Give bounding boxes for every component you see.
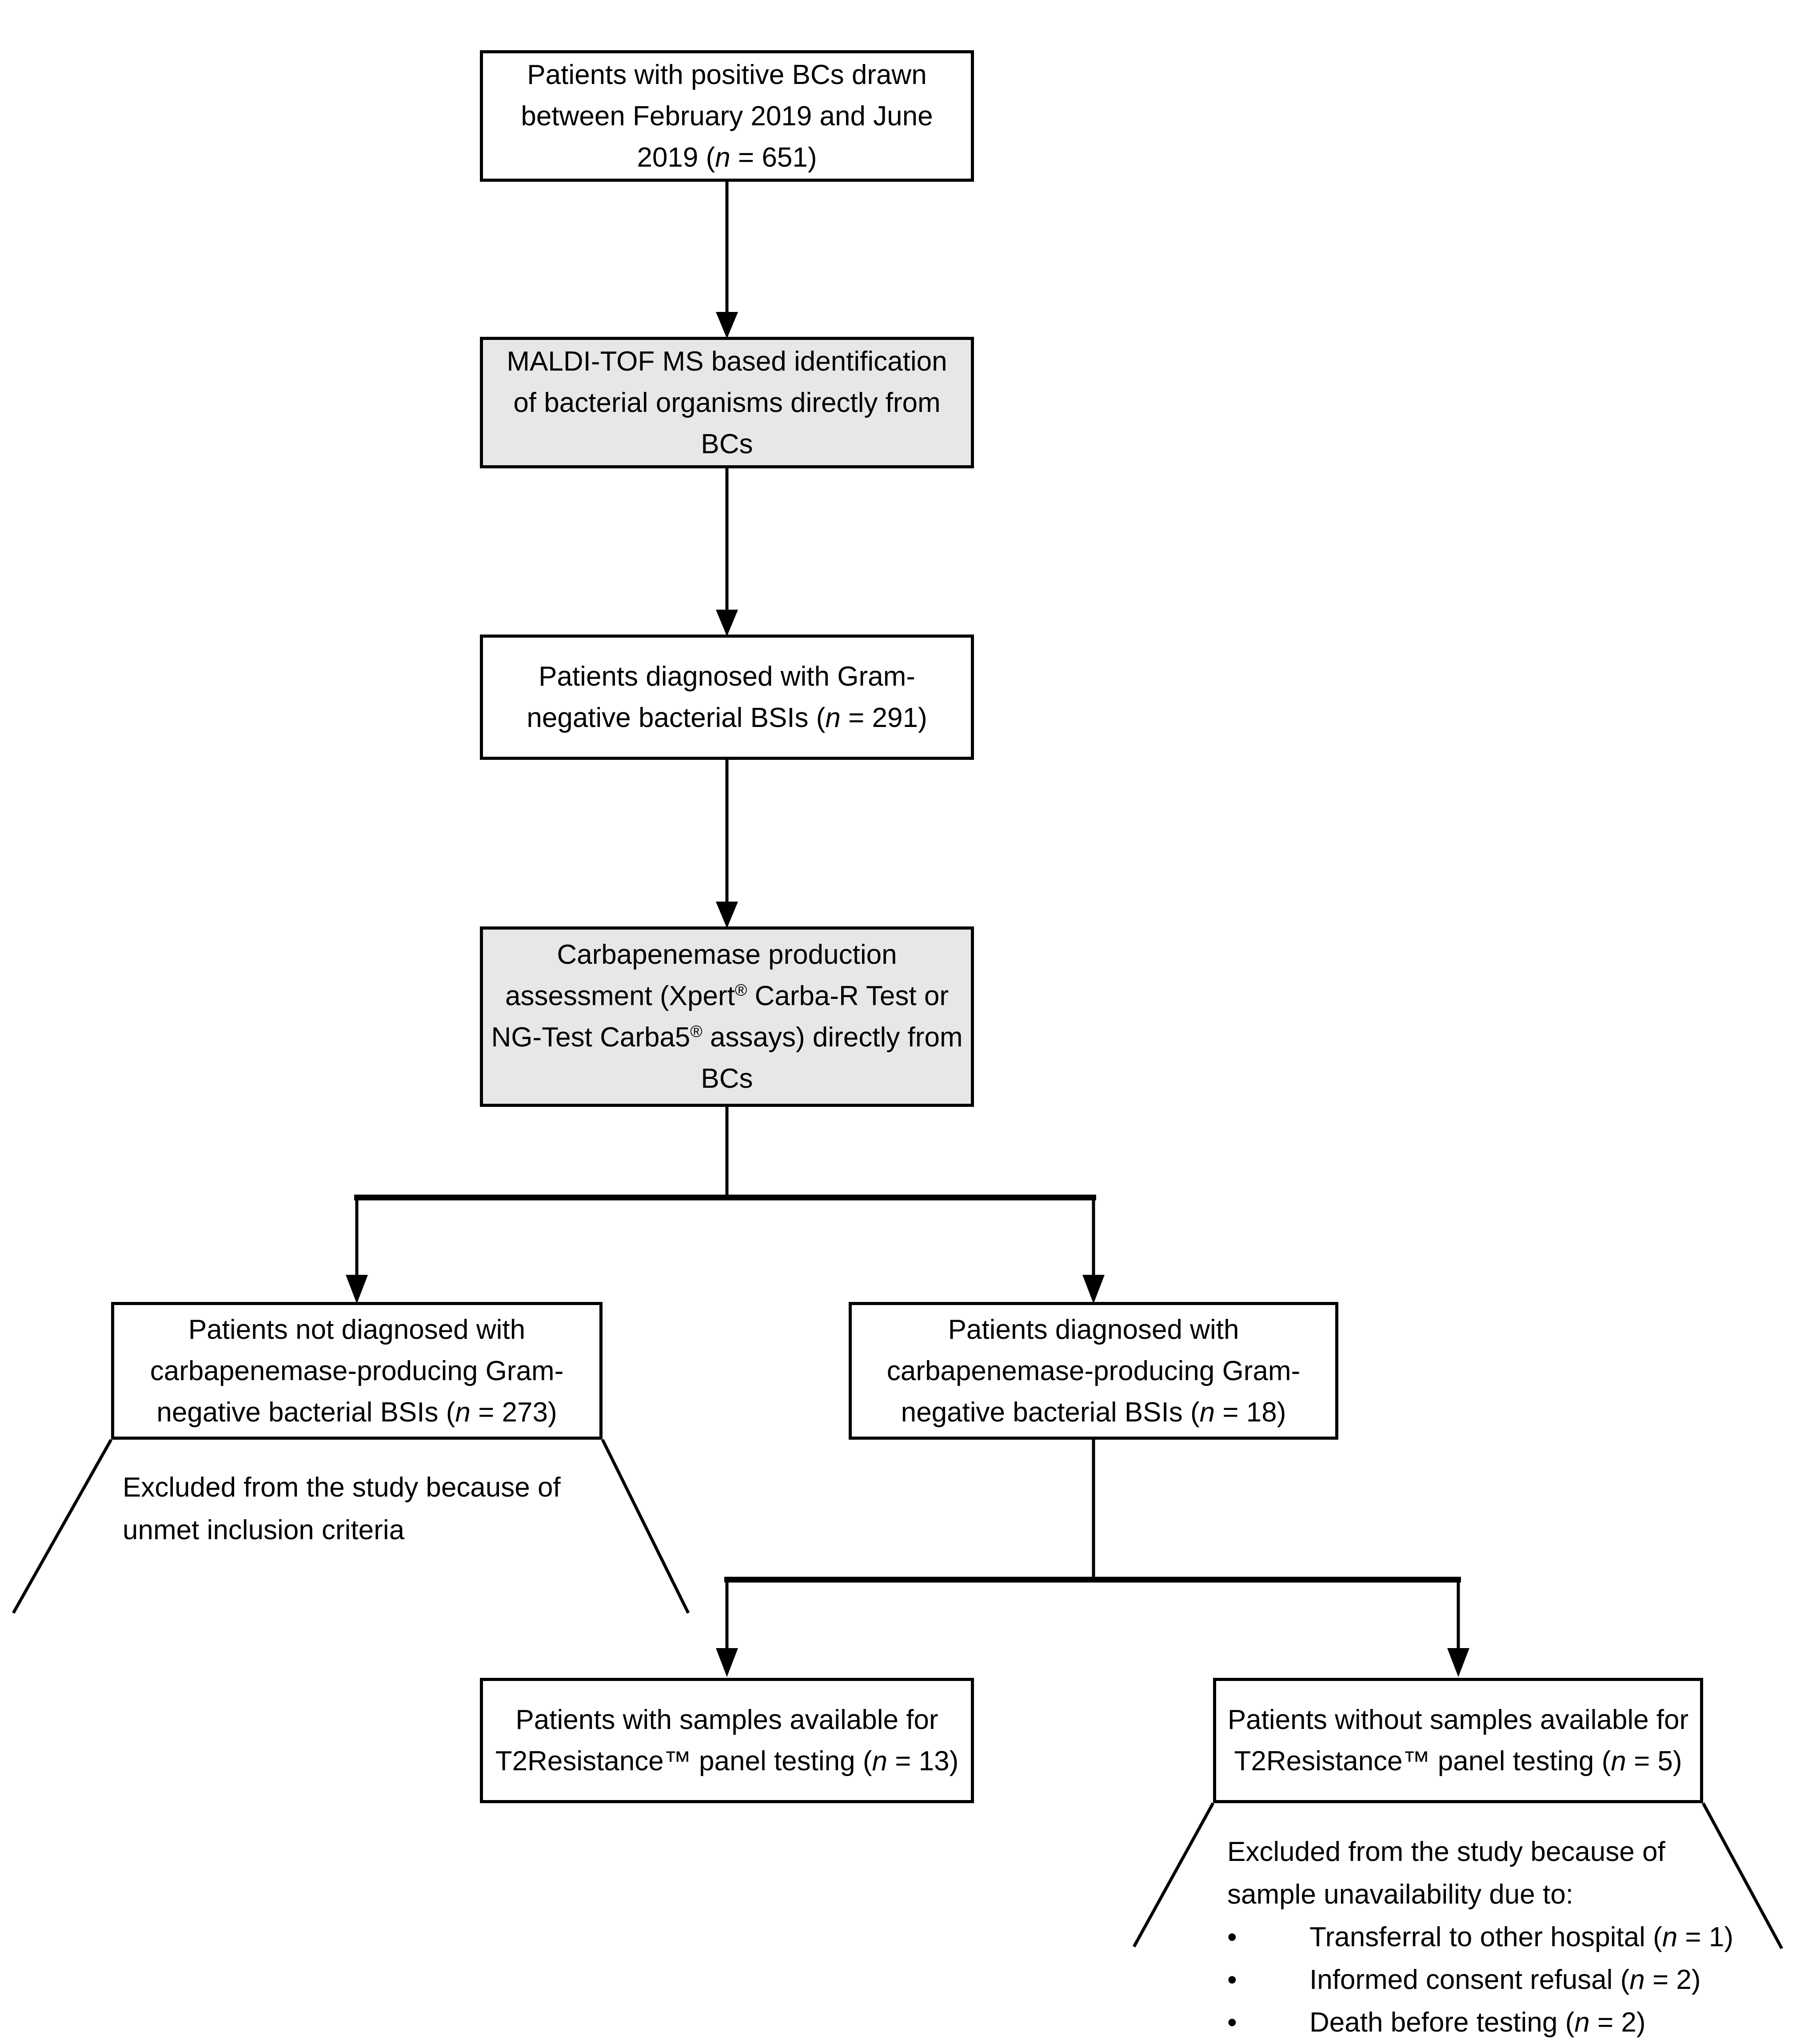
text-line: Patients diagnosed with Gram- (539, 661, 915, 692)
text-line: unmet inclusion criteria (123, 1515, 405, 1545)
text-line: MALDI-TOF MS based identification (507, 346, 947, 377)
text-line: Excluded from the study because of (123, 1472, 561, 1503)
bullet-dot: • (1227, 1964, 1237, 1995)
arrow-gramneg-to-carba (716, 760, 738, 928)
bullet-text: Death before testing (n = 2) (1309, 2007, 1646, 2038)
text-line: NG-Test Carba5® assays) directly from (491, 1022, 963, 1053)
bullet-item: • Transferral to other hospital (n = 1) (1227, 1916, 1733, 1959)
bullet-text: Transferral to other hospital (n = 1) (1309, 1922, 1733, 1952)
exclusion-sample-unavailability-legs (1132, 1802, 1784, 1949)
arrow-maldi-to-gramneg (716, 468, 738, 636)
bullet-dot: • (1227, 1922, 1237, 1952)
text-line: Patients diagnosed with (948, 1314, 1239, 1345)
text-line: T2Resistance™ panel testing (n = 13) (495, 1746, 959, 1777)
text-line: Patients not diagnosed with (188, 1314, 526, 1345)
text-line: 2019 (n = 651) (637, 142, 817, 173)
node-not-cp-gn-bsi: Patients not diagnosed with carbapenemase… (111, 1302, 603, 1440)
node-cp-gn-bsi: Patients diagnosed with carbapenemase-pro… (849, 1302, 1338, 1440)
connector-carba-branch (354, 1107, 1096, 1201)
arrow-branch-to-not-cp (346, 1198, 368, 1304)
text-line: carbapenemase-producing Gram- (150, 1355, 564, 1386)
text-line: negative bacterial BSIs (n = 273) (156, 1397, 557, 1428)
text-line: negative bacterial BSIs (n = 18) (901, 1397, 1286, 1428)
text-line: BCs (701, 428, 753, 459)
text-line: of bacterial organisms directly from (513, 387, 941, 418)
bullet-dot: • (1227, 2007, 1237, 2038)
exclusion-unmet-criteria: Excluded from the study because of unmet … (123, 1466, 561, 1552)
text-line: Patients with samples available for (515, 1705, 938, 1735)
text-line: Carbapenemase production (557, 939, 897, 970)
arrow-bcs-to-maldi (716, 182, 738, 339)
node-positive-bcs: Patients with positive BCs drawn between … (480, 50, 974, 182)
node-gram-negative-bsi: Patients diagnosed with Gram-negative ba… (480, 635, 974, 760)
text-line: Excluded from the study because of (1227, 1836, 1665, 1867)
arrow-branch-to-cp (1082, 1198, 1105, 1304)
text-line: between February 2019 and June (521, 100, 933, 132)
connector-cp-branch (724, 1440, 1461, 1583)
bullet-text: Informed consent refusal (n = 2) (1309, 1964, 1701, 1995)
exclusion-sample-unavailability-intro: Excluded from the study because of sample… (1227, 1831, 1733, 1916)
text-line: Patients with positive BCs drawn (527, 59, 927, 90)
text-line: carbapenemase-producing Gram- (886, 1355, 1301, 1386)
text-line: Patients without samples available for (1227, 1705, 1689, 1735)
node-carbapenemase-assessment: Carbapenemase production assessment (Xper… (480, 926, 974, 1107)
node-maldi-identification: MALDI-TOF MS based identification of bact… (480, 337, 974, 468)
text-line: BCs (701, 1063, 753, 1094)
exclusion-sample-unavailability: Excluded from the study because of sample… (1227, 1831, 1733, 2044)
arrow-branch-to-samples-unavailable (1447, 1580, 1469, 1677)
text-line: T2Resistance™ panel testing (n = 5) (1234, 1746, 1682, 1777)
bullet-item: • Death before testing (n = 2) (1227, 2001, 1733, 2044)
text-line: sample unavailability due to: (1227, 1879, 1573, 1910)
arrow-branch-to-samples-available (716, 1580, 738, 1677)
bullet-item: • Informed consent refusal (n = 2) (1227, 1959, 1733, 2001)
text-line: assessment (Xpert® Carba-R Test or (505, 980, 949, 1011)
exclusion-unmet-criteria-legs (12, 1439, 690, 1614)
text-line: negative bacterial BSIs (n = 291) (527, 703, 927, 733)
